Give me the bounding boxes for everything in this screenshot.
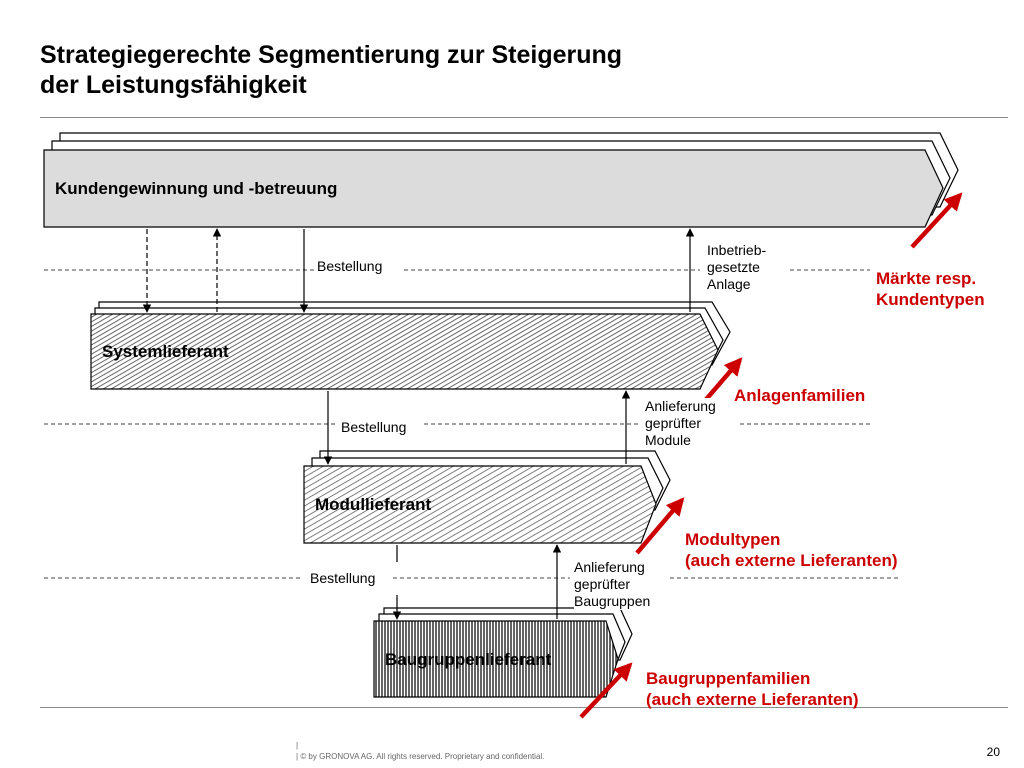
- anlieferung-baugruppen-label: Anlieferung geprüfter Baugruppen: [574, 559, 651, 610]
- red-arrow-maerkte: [910, 192, 963, 249]
- red-arrow-baugruppen: [579, 662, 633, 719]
- red-arrow-modultypen: [635, 497, 685, 555]
- system-bar-label: Systemlieferant: [102, 342, 229, 361]
- red-arrows: [579, 192, 963, 719]
- segment-maerkte-label: Märkte resp. Kundentypen: [876, 269, 985, 309]
- bestellung-label-2: Bestellung: [338, 419, 410, 436]
- top-rule: [40, 117, 1008, 118]
- title-line-2: der Leistungsfähigkeit: [40, 71, 307, 99]
- system-bar: [90, 301, 731, 390]
- flow-arrows: [142, 228, 695, 620]
- baugruppe-bar: [373, 607, 633, 698]
- title-line-1: Strategiegerechte Segmentierung zur Stei…: [40, 41, 623, 69]
- bestellung-label-3: Bestellung: [307, 570, 379, 587]
- footer-copyright: | © by GRONOVA AG. All rights reserved. …: [296, 752, 545, 761]
- segment-baugruppen-label: Baugruppenfamilien (auch externe Liefera…: [646, 669, 859, 709]
- modul-bar-label: Modullieferant: [315, 495, 432, 514]
- anlieferung-module-label: Anlieferung geprüfter Module: [645, 398, 716, 449]
- segment-boundaries: [44, 269, 900, 579]
- segment-modultypen-label: Modultypen (auch externe Lieferanten): [685, 530, 898, 570]
- baugruppe-bar-label: Baugruppenlieferant: [385, 650, 552, 669]
- bottom-rule: [40, 707, 1008, 708]
- bestellung-label-1: Bestellung: [314, 258, 386, 275]
- modul-bar: [303, 450, 671, 544]
- kunden-bar: [43, 132, 959, 228]
- footer: | | © by GRONOVA AG. All rights reserved…: [296, 740, 544, 762]
- segment-anlagen-label: Anlagenfamilien: [734, 386, 866, 405]
- inbetrieb-label: Inbetrieb- gesetzte Anlage: [707, 242, 767, 293]
- footer-separator: |: [296, 741, 299, 750]
- page-number: 20: [986, 745, 1000, 759]
- kunden-bar-label: Kundengewinnung und -betreuung: [55, 179, 338, 198]
- page-title: Strategiegerechte Segmentierung zur Stei…: [40, 40, 622, 100]
